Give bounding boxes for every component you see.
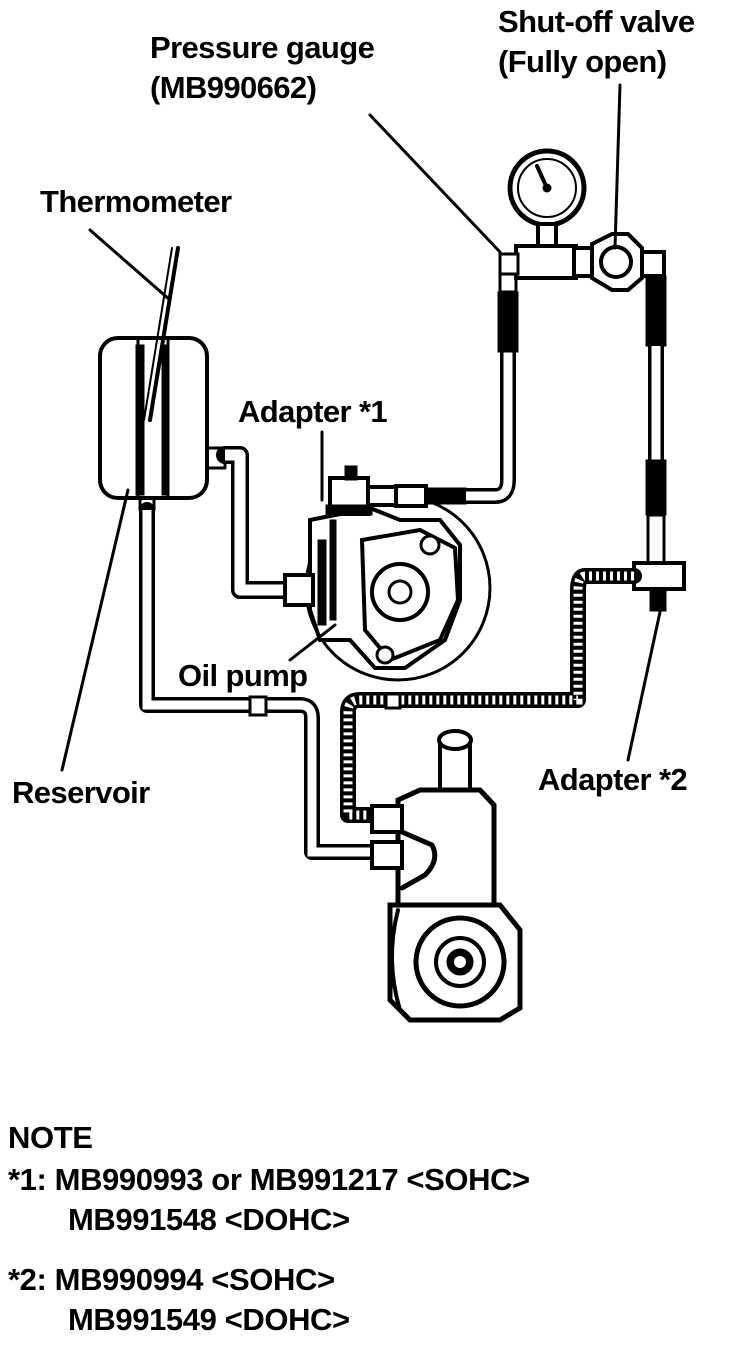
shutoff-valve (572, 232, 666, 292)
label-thermometer: Thermometer (40, 184, 232, 219)
reservoir-return-hose (139, 502, 380, 860)
note-item1-line1: *1: MB990993 or MB991217 <SOHC> (8, 1162, 530, 1197)
leader-pressure-gauge (368, 113, 502, 254)
label-reservoir: Reservoir (12, 775, 150, 810)
leader-shutoff-valve (613, 83, 622, 250)
adapter2 (632, 561, 686, 612)
note-block: NOTE *1: MB990993 or MB991217 <SOHC> MB9… (8, 1120, 530, 1337)
label-pressure-gauge: Pressure gauge (150, 30, 375, 65)
leader-thermometer (88, 228, 172, 302)
note-item2-line1: *2: MB990994 <SOHC> (8, 1262, 335, 1297)
leader-oil-pump (288, 623, 337, 662)
pump-to-gauge-hose (366, 256, 519, 508)
adapter2-to-gearbox-hose (340, 568, 642, 823)
label-adapter1: Adapter *1 (238, 394, 387, 429)
thermometer (143, 246, 180, 422)
leader-adapter2 (626, 610, 662, 762)
reservoir-to-pump-hose (216, 446, 294, 599)
leader-lines (60, 83, 662, 772)
valve-to-adapter2-hose (645, 275, 667, 567)
steering-gearbox (370, 729, 523, 1023)
note-item1-line2: MB991548 <DOHC> (68, 1202, 350, 1237)
label-shutoff-state: (Fully open) (498, 44, 666, 79)
note-heading: NOTE (8, 1120, 93, 1155)
label-adapter2: Adapter *2 (538, 762, 687, 797)
label-shutoff-valve: Shut-off valve (498, 4, 695, 39)
pressure-gauge (498, 148, 587, 280)
leader-reservoir (60, 488, 130, 772)
reservoir (98, 336, 227, 512)
label-oil-pump: Oil pump (178, 658, 308, 693)
note-item2-line2: MB991549 <DOHC> (68, 1302, 350, 1337)
oil-pump (283, 465, 492, 682)
label-pressure-gauge-part: (MB990662) (150, 70, 316, 105)
